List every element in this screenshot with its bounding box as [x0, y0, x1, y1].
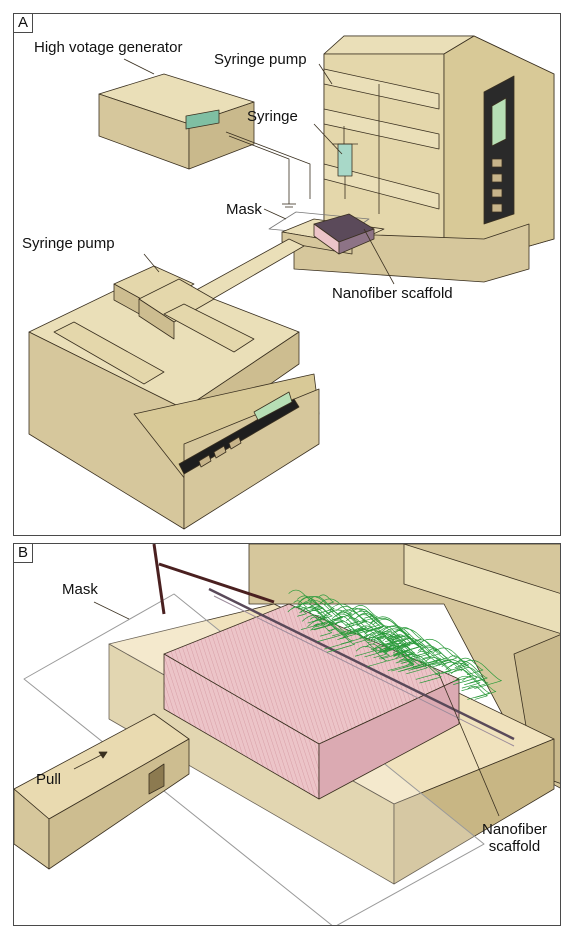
nanofiber-strand: [335, 620, 357, 635]
nanofiber-strand: [438, 659, 478, 685]
nanofiber-strand: [411, 639, 441, 659]
panel-a-letter: A: [14, 14, 33, 33]
collector-stage: [268, 211, 385, 255]
syringe-pump-left: [28, 265, 320, 530]
nanofiber-strand: [457, 657, 484, 675]
syringe: [332, 126, 358, 199]
nanofiber-strand: [401, 654, 440, 680]
label-nanofiber-line2: scaffold: [488, 837, 541, 855]
nanofiber-strand: [334, 621, 352, 633]
nanofiber-strand: [381, 633, 398, 645]
nanofiber-strand: [462, 675, 497, 698]
nanofiber-strand: [450, 660, 488, 686]
nanofiber-strand: [308, 604, 331, 619]
nanofiber-strand: [312, 623, 333, 637]
nanofiber-strand: [354, 628, 369, 639]
nanofiber-mesh: [287, 589, 502, 700]
nanofiber-strand: [365, 643, 387, 659]
panel-a-illustration: [28, 35, 555, 530]
nanofiber-strand: [288, 589, 313, 606]
leader-lines: [123, 58, 395, 285]
nanofiber-strand: [307, 619, 353, 650]
nanofiber-strand: [307, 596, 335, 614]
label-nanofiber-line1: Nanofiber: [482, 821, 548, 838]
nanofiber-strand: [358, 609, 373, 619]
nanofiber-strand: [299, 607, 334, 631]
nanofiber-strand: [343, 607, 380, 632]
nanofiber-strand: [346, 629, 368, 644]
nanofiber-strand: [396, 642, 438, 670]
nanofiber-strand: [341, 632, 378, 657]
nanofiber-strand: [395, 655, 415, 669]
leader-lines-b: [73, 601, 500, 817]
nanofiber-strand: [354, 614, 383, 633]
nanofiber-strand: [378, 636, 400, 651]
nanofiber-strand: [301, 614, 344, 643]
nanofiber-strand: [331, 613, 364, 636]
nanofiber-strand: [466, 685, 488, 700]
panel-b-letter: B: [14, 544, 33, 563]
nanofiber-strand: [319, 598, 353, 621]
nanofiber-strand: [372, 643, 414, 671]
panel-a: A High votage generator Syringe pump Syr…: [13, 13, 561, 536]
nanofiber-strand: [309, 616, 326, 628]
nanofiber-strand: [368, 632, 399, 653]
label-mask-b: Mask: [62, 581, 98, 598]
nanofiber-strand: [327, 619, 365, 645]
nanofiber-strand: [356, 613, 385, 632]
nanofiber-strand: [372, 641, 389, 653]
label-mask: Mask: [226, 201, 262, 218]
label-nanofiber-scaffold: Nanofiber scaffold: [332, 285, 453, 302]
label-syringe: Syringe: [247, 108, 298, 125]
nanofiber-strand: [357, 625, 385, 643]
nanofiber-strand: [381, 625, 424, 654]
nanofiber-strand: [293, 600, 307, 610]
nanofiber-strand: [356, 621, 387, 642]
nanofiber-strand: [300, 606, 337, 631]
electrode-wire: [152, 544, 515, 747]
nanofiber-strand: [335, 609, 374, 635]
nanofiber-strand: [336, 605, 366, 626]
pull-arm: [14, 713, 190, 870]
nanofiber-strand: [291, 606, 307, 617]
high-voltage-generator: [98, 73, 255, 170]
nanofiber-strand: [370, 616, 410, 643]
scaffold-block: [163, 603, 460, 800]
nanofiber-strand: [355, 646, 388, 667]
nanofiber-strand: [394, 634, 413, 647]
generator-wires: [225, 131, 311, 208]
label-pull: Pull: [36, 771, 62, 788]
nanofiber-strand: [384, 648, 421, 673]
label-high-voltage-generator: High votage generator: [34, 39, 183, 56]
nanofiber-strand: [398, 658, 415, 670]
nanofiber-strand: [323, 621, 346, 637]
nanofiber-strand: [390, 635, 410, 649]
nanofiber-strand: [318, 594, 334, 606]
nanofiber-strand: [398, 644, 415, 656]
nanofiber-strand: [417, 650, 431, 660]
label-nanofiber-scaffold-b: Nanofiber scaffold: [482, 821, 548, 855]
label-syringe-pump-left: Syringe pump: [22, 235, 115, 252]
nanofiber-strand: [297, 595, 343, 626]
nanofiber-strand: [441, 661, 472, 682]
nanofiber-strand: [457, 659, 502, 689]
panel-b: B Mask Pull Nanofiber scaffold: [13, 543, 561, 926]
label-syringe-pump-top: Syringe pump: [214, 51, 307, 68]
nanofiber-strand: [384, 643, 428, 672]
nanofiber-strand: [460, 667, 485, 684]
syringe-pump-tower: [293, 35, 555, 283]
nanofiber-strand: [348, 608, 385, 633]
panel-b-illustration: [14, 544, 560, 925]
